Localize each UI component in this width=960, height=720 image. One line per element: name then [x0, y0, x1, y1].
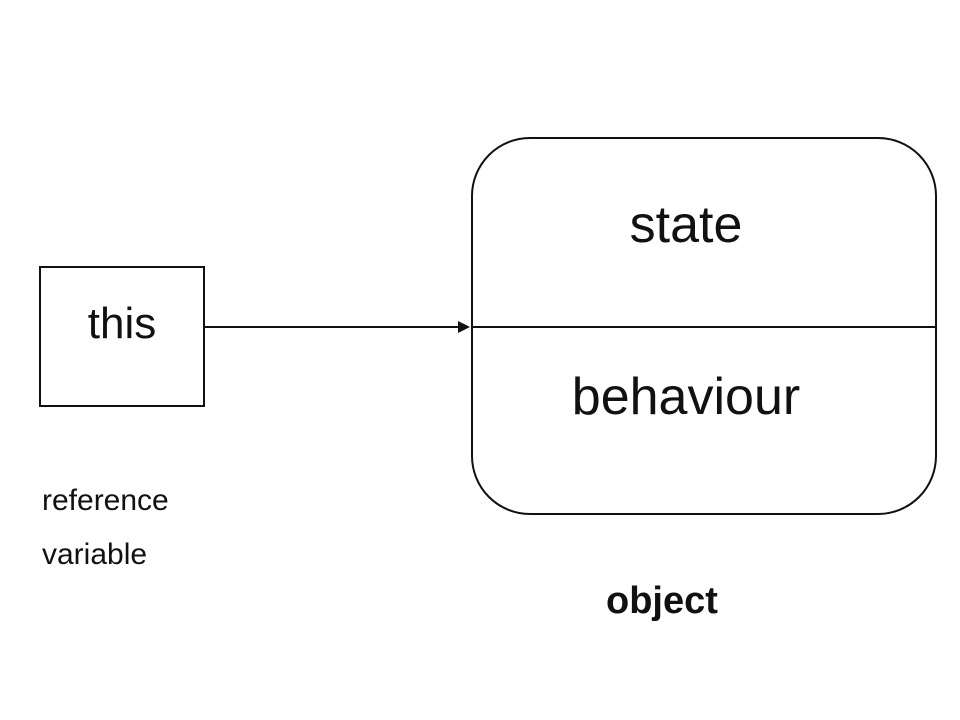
- behaviour-label: behaviour: [571, 368, 801, 426]
- reference-variable-caption: reference variable: [42, 484, 169, 571]
- state-label: state: [629, 196, 743, 254]
- object-caption: object: [606, 580, 718, 622]
- reference-variable-box: [39, 266, 205, 407]
- this-label: this: [87, 299, 157, 348]
